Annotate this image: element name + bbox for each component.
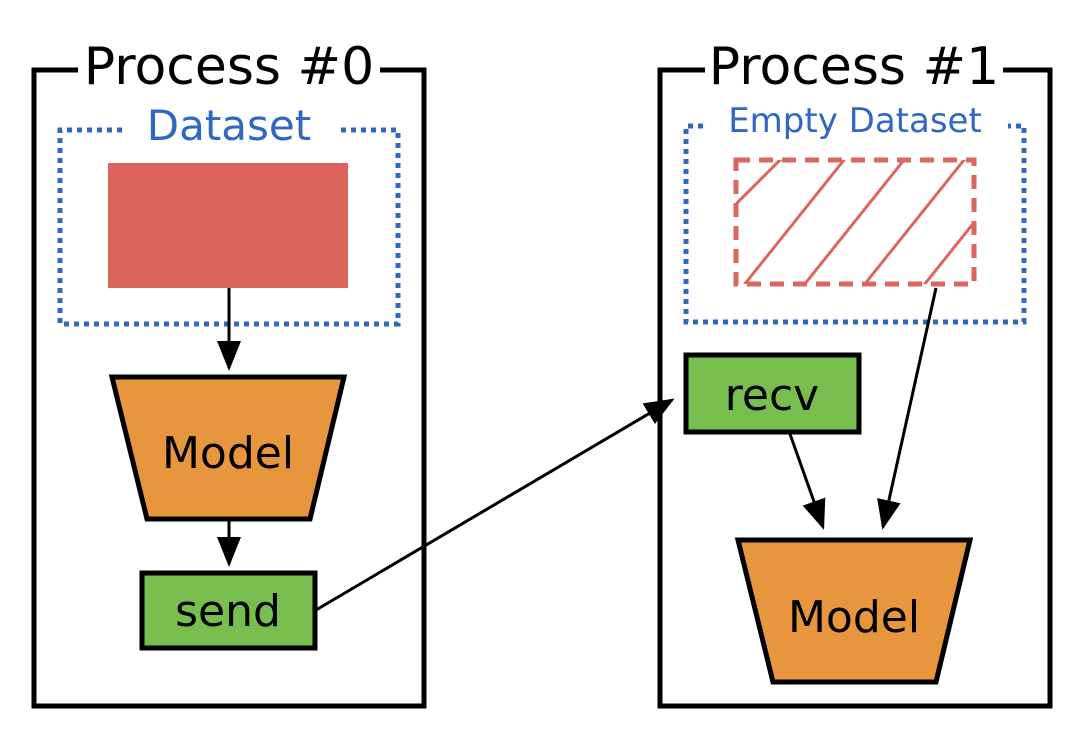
process-0-title: Process #0 <box>84 37 374 97</box>
recv-box: recv <box>683 352 862 435</box>
process-0-frame: Process #0 <box>31 37 427 709</box>
process-0-model: Model <box>108 374 348 522</box>
process-1-dataset-label: Empty Dataset <box>728 101 982 141</box>
send-box: send <box>139 570 318 651</box>
arrow-send-to-recv <box>315 398 675 612</box>
process-1-model: Model <box>734 537 974 685</box>
send-label: send <box>175 586 281 637</box>
arrow-data-to-model-1 <box>877 287 938 530</box>
process-0-model-label: Model <box>162 428 294 479</box>
arrow-recv-to-model-1 <box>788 433 826 530</box>
process-0-dataset-label: Dataset <box>147 101 311 150</box>
process-0-data-block <box>108 163 348 288</box>
recv-label: recv <box>725 370 819 421</box>
process-1-dataset-box: Empty Dataset <box>683 101 1027 325</box>
process-1-frame: Process #1 <box>657 37 1053 709</box>
process-1-model-label: Model <box>788 592 920 643</box>
process-1-empty-data-block <box>733 157 977 287</box>
process-1-title: Process #1 <box>709 37 999 97</box>
